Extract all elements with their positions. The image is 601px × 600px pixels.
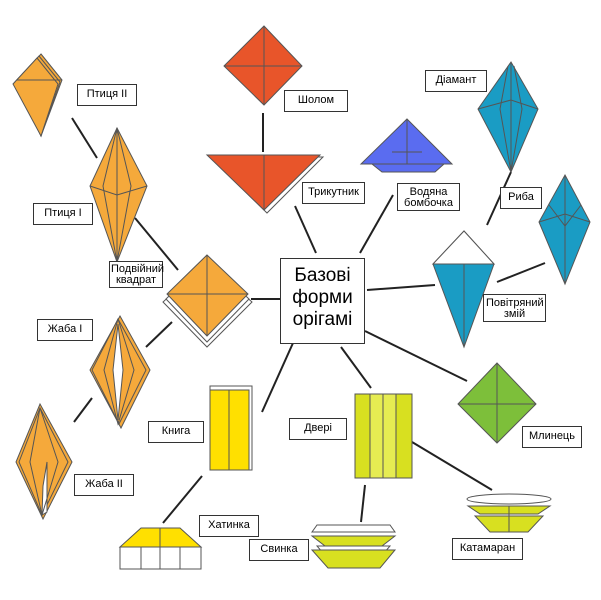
pancake-figure [457,362,537,444]
label-khatynka: Хатинка [199,515,259,537]
center-line-2: форми [292,287,353,308]
connector-ptytsia2-ptytsia1 [71,117,98,159]
center-line-1: Базові [294,265,351,286]
label-dveri: Двері [289,418,347,440]
label-vodiana-line-2: бомбочка [404,197,453,209]
label-zhaba-2: Жаба II [74,474,134,496]
connector-triangle-center [294,205,317,254]
catamaran-figure [466,493,552,533]
label-ptytsia-1: Птиця I [33,203,93,225]
center-line-3: орігамі [292,309,353,330]
bird-base-1-figure [89,126,148,264]
frog-base-1-figure [89,314,151,430]
triangle-figure [205,154,325,214]
fish-figure [538,173,591,286]
kite-figure [431,230,496,349]
connector-fish-kite [496,262,546,283]
label-podviinyi-kvadrat: Подвійний квадрат [109,261,164,288]
label-diamant: Діамант [425,70,487,92]
label-povitrianyi-line-1: Повітряний [486,297,544,309]
label-vodiana-bombochka: Водяна бомбочка [397,183,460,211]
label-ryba: Риба [500,187,542,209]
connectors [71,113,546,524]
label-shlom: Шолом [284,90,348,112]
label-podviinyi-line-1: Подвійний [111,263,164,275]
label-povitrianyi-zmii: Повітряний змій [483,294,546,322]
bird-base-2-figure [12,53,63,138]
connector-center-pancake [364,330,468,382]
house-figure [118,527,203,570]
door-figure [354,393,413,479]
connector-kite-center [366,284,436,291]
connector-square-frog1 [145,321,173,348]
label-ptytsia-2: Птиця II [77,84,137,106]
label-podviinyi-line-2: квадрат [115,274,157,286]
label-knyha: Книга [148,421,204,443]
book-figure [209,385,253,471]
connector-frog1-frog2 [73,397,93,423]
connector-book-house [162,475,203,524]
diamond-figure [477,61,539,174]
connector-center-door [340,346,372,389]
frog-base-2-figure [15,402,73,521]
label-trykutnyk: Трикутник [302,182,365,204]
center-title-box: Базові форми орігамі [280,258,365,344]
connector-center-book [261,342,294,413]
label-svynka: Свинка [249,539,309,561]
water-bomb-figure [359,118,454,173]
label-zhaba-1: Жаба I [37,319,93,341]
connector-door-catamaran [411,441,493,491]
label-katamaran: Катамаран [452,538,523,560]
helmet-figure [223,25,303,106]
label-povitrianyi-line-2: змій [503,308,526,320]
connector-door-pig [360,484,366,523]
pig-figure [310,524,397,569]
connector-ptytsia1-square [134,217,179,271]
double-square-figure [162,254,253,348]
label-vodiana-line-1: Водяна [409,186,448,198]
connector-diamond-kite [486,171,512,226]
connector-waterbomb-center [359,194,394,254]
label-mlynets: Млинець [522,426,582,448]
